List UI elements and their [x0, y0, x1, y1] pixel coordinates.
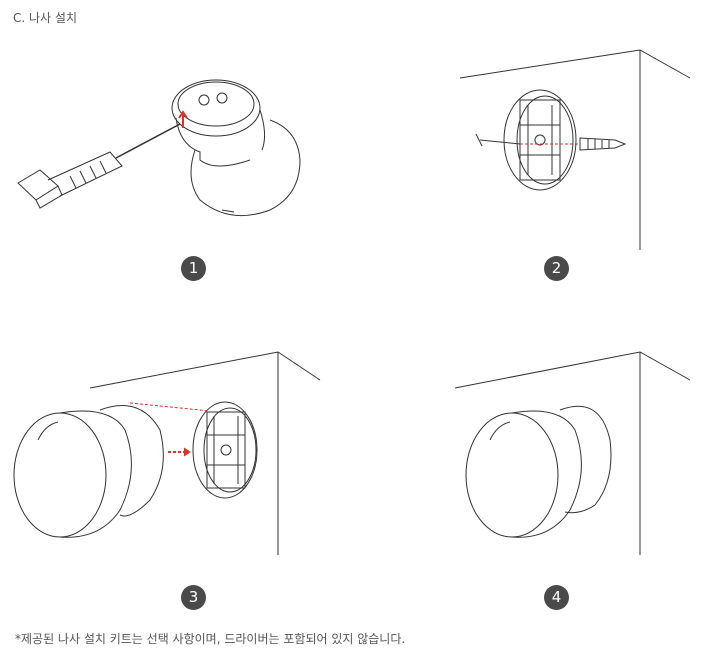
camera-icon — [13, 405, 164, 538]
camera-icon — [171, 79, 301, 217]
wall-anchor-icon — [579, 137, 627, 151]
illustration-step-2 — [459, 49, 691, 250]
illustration-step-3 — [13, 351, 321, 555]
screw-icon — [475, 133, 521, 147]
screwdriver-icon — [17, 123, 181, 209]
mount-icon — [503, 89, 577, 191]
section-title: C. 나사 설치 — [13, 11, 77, 25]
camera-icon — [465, 405, 612, 538]
step-badge-3: 3 — [181, 585, 206, 610]
footnote: *제공된 나사 설치 키트는 선택 사항이며, 드라이버는 포함되어 있지 않습… — [15, 632, 406, 646]
illustration-step-1 — [17, 79, 301, 217]
step-badge-2: 2 — [544, 256, 569, 281]
illustration-step-4 — [454, 351, 691, 555]
step-badge-4: 4 — [544, 585, 569, 610]
mount-icon — [192, 401, 258, 499]
step-badge-1: 1 — [181, 256, 206, 281]
